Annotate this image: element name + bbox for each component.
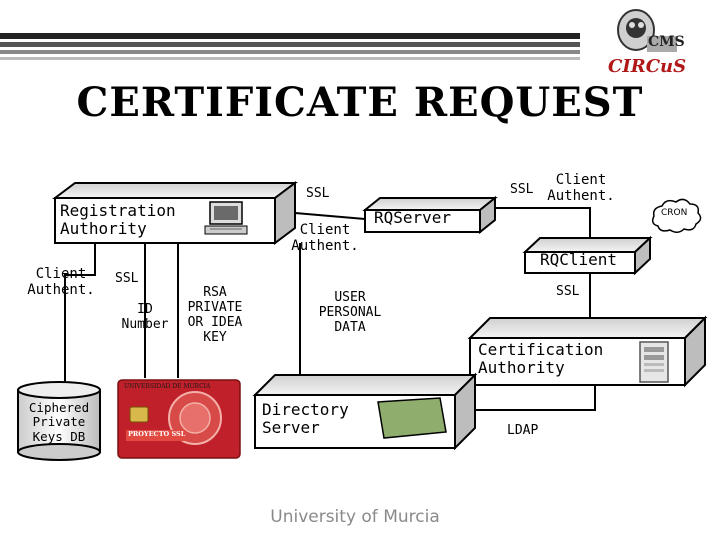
- rqserver-box: [362, 195, 498, 235]
- server-icon: [639, 341, 669, 383]
- logo-text: CIRCuS: [608, 56, 687, 77]
- rqserver-label: RQServer: [374, 208, 452, 227]
- database-cylinder: [17, 381, 101, 461]
- id-number-label: ID Number: [121, 302, 169, 332]
- certification-authority-label: Certification Authority: [478, 340, 604, 378]
- page-title: CERTIFICATE REQUEST: [76, 79, 644, 126]
- ssl-right-label: SSL: [556, 284, 580, 299]
- logo-mark: CMS: [648, 34, 685, 50]
- ldap-label: LDAP: [507, 423, 539, 438]
- registration-authority-box: [52, 181, 298, 245]
- cron-label: CRON: [661, 208, 688, 218]
- ssl-top-label: SSL: [306, 186, 330, 201]
- directory-panel-icon: [377, 397, 447, 439]
- registration-authority-label: Registration Authority: [60, 201, 176, 239]
- ciphered-db-label: Ciphered Private Keys DB: [28, 400, 90, 444]
- connectors: [64, 207, 596, 411]
- computer-icon: [204, 201, 248, 235]
- ssl-top-right-label: SSL: [510, 182, 534, 197]
- client-authent-mid-label: Client Authent.: [291, 222, 359, 255]
- card-badge-text: PROYECTO SSL: [128, 430, 186, 438]
- ssl-left-label: SSL: [115, 271, 139, 286]
- cron-cloud-icon: [651, 198, 702, 233]
- client-authent-top-right-label: Client Authent.: [547, 172, 615, 205]
- smart-card: [117, 379, 241, 459]
- user-personal-data-label: USER PERSONAL DATA: [318, 290, 382, 335]
- rqclient-label: RQClient: [540, 250, 618, 269]
- footer-text: University of Murcia: [270, 507, 440, 527]
- client-authent-left-label: Client Authent.: [27, 266, 95, 299]
- rqclient-box: [522, 235, 653, 276]
- card-header-text: UNIVERSIDAD DE MURCIA: [124, 383, 211, 390]
- directory-server-label: Directory Server: [262, 400, 349, 438]
- rsa-key-label: RSA PRIVATE OR IDEA KEY: [187, 285, 243, 345]
